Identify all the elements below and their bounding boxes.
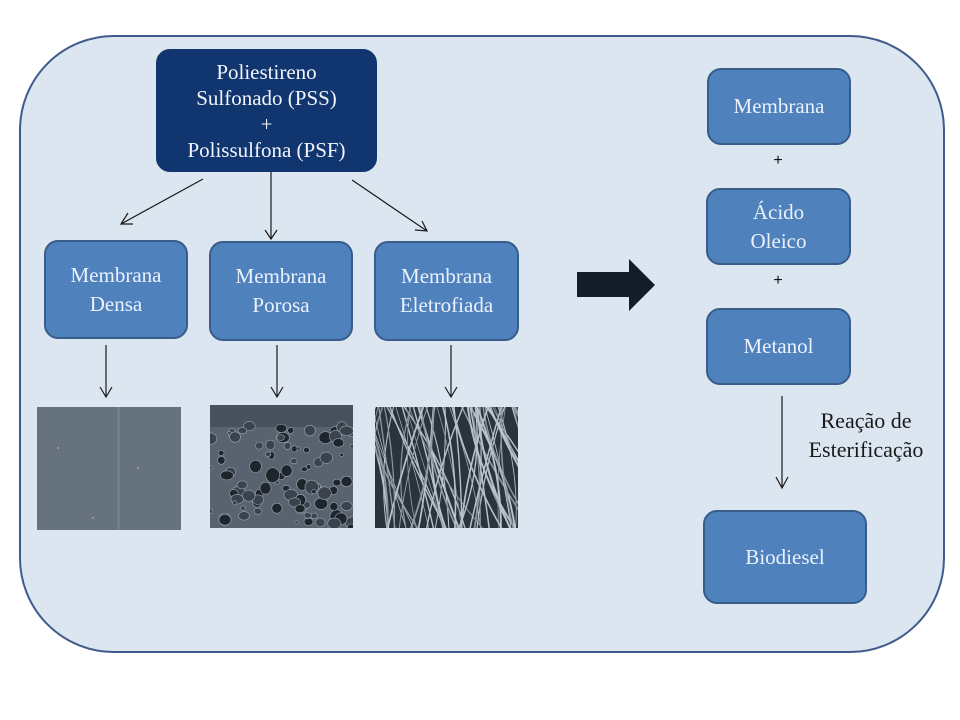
node-line: Densa [89,291,143,316]
reactant-methanol-node: Metanol [706,308,851,385]
arrow-dense-to-image [99,345,113,399]
membrane-node-electrospun: Membrana Eletrofiada [374,241,519,341]
arrow-electrospun-to-image [444,345,458,399]
membrane-node-porous: Membrana Porosa [209,241,353,341]
node-line: Eletrofiada [399,293,494,317]
reactant-membrane-node: Membrana [707,68,851,145]
source-node-pss-psf: Poliestireno Sulfonado (PSS) + Polissulf… [156,49,377,172]
arrow-to-electrospun [351,179,429,232]
node-line: Porosa [252,293,310,317]
source-line: Poliestireno [216,59,317,84]
node-line: Biodiesel [745,544,825,569]
source-line: Sulfonado (PSS) [196,85,337,110]
node-line: Oleico [750,228,807,253]
big-right-arrow-icon [577,259,655,311]
node-line: Metanol [743,334,814,358]
porous-membrane-sem-image [210,405,353,528]
reactant-oleic-acid-node: Ácido Oleico [706,188,851,265]
node-line: Membrana [401,264,492,288]
arrow-to-biodiesel [775,396,789,490]
esterification-reaction-label: Reação de Esterificação [790,406,942,464]
plus-sign: + [773,152,783,169]
product-biodiesel-node: Biodiesel [703,510,867,604]
arrow-to-porous [264,172,278,241]
membrane-node-dense: Membrana Densa [44,240,188,339]
node-line: Membrana [235,264,327,288]
dense-membrane-sem-image [37,407,181,530]
electrospun-membrane-sem-image [375,407,518,528]
label-line: Reação de [820,408,912,433]
node-line: Membrana [70,262,162,287]
node-line: Membrana [733,94,825,118]
node-line: Ácido [752,199,805,224]
source-line: Polissulfona (PSF) [187,137,346,162]
arrow-porous-to-image [270,345,284,399]
plus-sign: + [773,272,783,289]
label-line: Esterificação [808,437,924,462]
arrow-to-dense [119,178,204,225]
source-line: + [260,111,273,136]
